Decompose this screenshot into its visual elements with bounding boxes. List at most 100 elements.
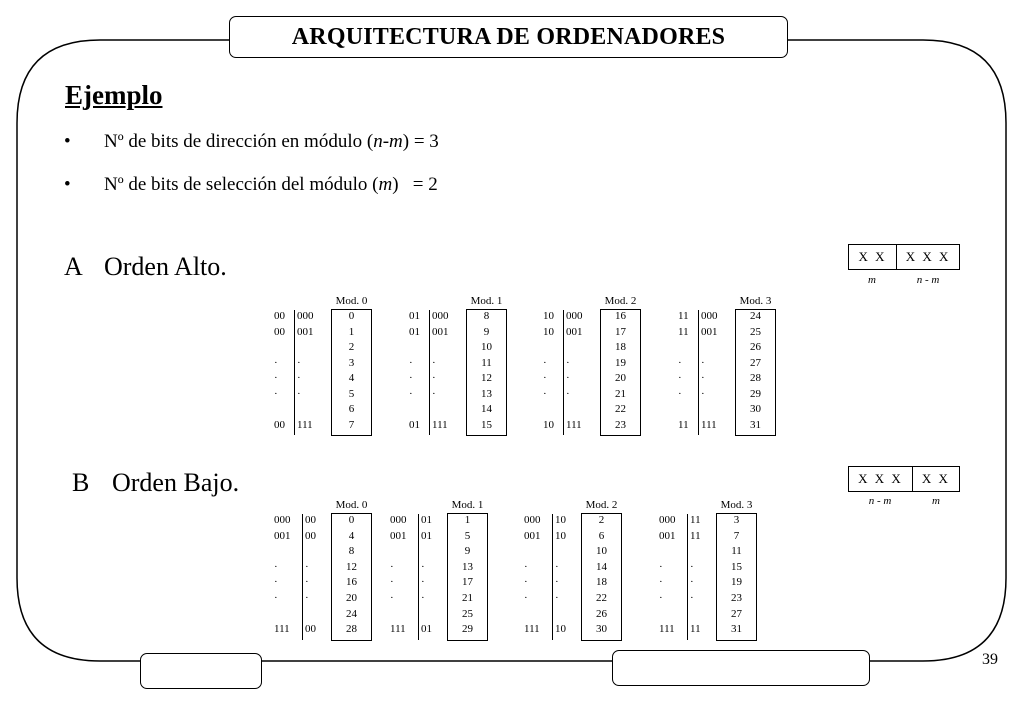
memory-word-value: 23 (731, 592, 742, 604)
memory-word-value: 27 (750, 356, 761, 369)
format-field-m: X X (911, 467, 959, 491)
slide-title-text: ARQUITECTURA DE ORDENADORES (291, 23, 726, 50)
address-high-bits: · (543, 387, 547, 400)
section-b-title: Orden Bajo. (112, 468, 240, 497)
memory-word-value: 30 (750, 403, 761, 415)
memory-word-value: 14 (481, 403, 492, 415)
module-name: Mod. 1 (470, 295, 503, 307)
address-high-bits: 111 (274, 623, 290, 636)
address-low-bits: 00 (305, 529, 316, 542)
address-high-bits: · (274, 576, 278, 589)
memory-word-value: 17 (615, 325, 626, 338)
module-box (716, 513, 757, 641)
address-low-bits: · (555, 560, 559, 573)
memory-word-value: 25 (750, 325, 761, 338)
address-high-bits: · (390, 560, 394, 573)
address-high-bits: 10 (543, 310, 554, 322)
address-low-bits: 001 (297, 325, 314, 338)
memory-word-value: 15 (481, 418, 492, 431)
memory-word-value: 26 (750, 341, 761, 353)
memory-word-value: 4 (348, 529, 355, 542)
address-separator-line (698, 310, 699, 435)
address-low-bits: · (701, 372, 705, 384)
address-separator-line (552, 514, 553, 640)
address-separator-line (429, 310, 430, 435)
memory-word-value: 6 (598, 529, 605, 542)
module-name: Mod. 3 (720, 499, 753, 511)
address-high-bits: 00 (274, 310, 285, 322)
memory-word-value: 22 (615, 403, 626, 415)
address-high-bits: · (409, 356, 413, 369)
address-low-bits: · (421, 560, 425, 573)
memory-word-value: 11 (481, 356, 492, 369)
format-label-n-m: n - m (868, 495, 892, 507)
address-high-bits: 11 (678, 310, 689, 322)
address-low-bits: · (566, 356, 570, 369)
memory-word-value: 5 (464, 529, 471, 542)
address-low-bits: 111 (566, 418, 582, 431)
module-name: Mod. 2 (585, 499, 618, 511)
address-low-bits: 10 (555, 514, 566, 526)
address-high-bits: · (274, 387, 278, 400)
module-name: Mod. 0 (335, 295, 368, 307)
address-low-bits: · (305, 576, 309, 589)
address-separator-line (294, 310, 295, 435)
memory-word-value: 3 (348, 356, 355, 369)
address-high-bits: · (274, 372, 278, 384)
bullet-dot: • (64, 174, 71, 195)
address-high-bits: · (274, 560, 278, 573)
memory-word-value: 8 (348, 545, 355, 558)
memory-word-value: 21 (615, 387, 626, 400)
address-high-bits: 111 (524, 623, 540, 636)
slide-title: ARQUITECTURA DE ORDENADORES (229, 16, 788, 58)
format-field-n-m: X X X (896, 245, 959, 269)
address-low-bits: 01 (421, 529, 432, 542)
address-high-bits: 000 (274, 514, 291, 526)
memory-word-value: 10 (481, 341, 492, 353)
module-name: Mod. 0 (335, 499, 368, 511)
address-low-bits: 000 (432, 310, 449, 322)
format-label-m: m (868, 274, 876, 286)
address-high-bits: · (659, 592, 663, 604)
section-a-letter: A (64, 252, 83, 281)
address-separator-line (302, 514, 303, 640)
memory-word-value: 13 (481, 387, 492, 400)
address-high-bits: 10 (543, 418, 554, 431)
section-b-letter: B (72, 468, 90, 497)
address-low-bits: · (297, 356, 301, 369)
memory-word-value: 0 (348, 310, 355, 322)
format-field-n-m: X X X (858, 471, 903, 486)
address-high-bits: 111 (390, 623, 406, 636)
memory-word-value: 31 (731, 623, 742, 636)
address-low-bits: · (421, 592, 425, 604)
memory-word-value: 4 (348, 372, 355, 384)
address-low-bits: · (690, 576, 694, 589)
address-low-bits: · (555, 576, 559, 589)
module-box (447, 513, 488, 641)
memory-word-value: 2 (348, 341, 355, 353)
address-low-bits: 111 (432, 418, 448, 431)
footer-box-right (612, 650, 870, 686)
module-box (331, 309, 372, 436)
memory-word-value: 12 (346, 560, 357, 573)
bullet-var: n-m (373, 131, 403, 152)
memory-word-value: 16 (615, 310, 626, 322)
address-high-bits: 10 (543, 325, 554, 338)
memory-word-value: 19 (615, 356, 626, 369)
address-high-bits: 00 (274, 325, 285, 338)
bullet-item: •Nº de bits de dirección en módulo (n-m)… (64, 131, 439, 153)
memory-word-value: 21 (462, 592, 473, 604)
heading: Ejemplo (65, 80, 163, 110)
memory-word-value: 9 (483, 325, 490, 338)
address-high-bits: 001 (390, 529, 407, 542)
address-high-bits: · (274, 356, 278, 369)
module-name: Mod. 2 (604, 295, 637, 307)
bullet-suffix: ) = 3 (402, 131, 439, 152)
address-low-bits: 000 (297, 310, 314, 322)
address-high-bits: · (390, 592, 394, 604)
address-low-bits: · (297, 387, 301, 400)
module-box (331, 513, 372, 641)
memory-word-value: 6 (348, 403, 355, 415)
address-high-bits: · (409, 372, 413, 384)
